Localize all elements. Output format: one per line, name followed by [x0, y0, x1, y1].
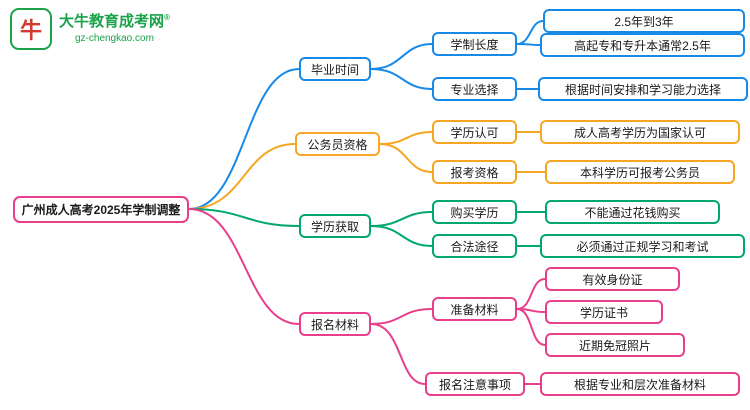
node-major-choice: 专业选择 [432, 77, 517, 101]
edge [516, 308, 546, 346]
edge [370, 323, 426, 385]
edge [516, 308, 546, 313]
edge-root-materials [188, 208, 300, 325]
node-prepare-materials: 准备材料 [432, 297, 517, 321]
node-signup-materials: 报名材料 [299, 312, 371, 336]
leaf-usual-duration: 高起专和专升本通常2.5年 [540, 33, 745, 57]
leaf-diploma: 学历证书 [545, 300, 663, 324]
root-node: 广州成人高考2025年学制调整 [13, 196, 189, 223]
leaf-cannot-buy: 不能通过花钱购买 [545, 200, 720, 224]
edge-root-degree [188, 208, 300, 227]
logo-title: 大牛教育成考网® [59, 13, 170, 31]
leaf-bachelor-apply: 本科学历可报考公务员 [545, 160, 735, 184]
node-graduation-time: 毕业时间 [299, 57, 371, 81]
registered-mark: ® [164, 13, 170, 23]
edge [516, 278, 546, 310]
logo-url: gz-chengkao.com [74, 32, 154, 44]
bull-logo-icon: 牛 [10, 8, 52, 50]
node-degree-obtain: 学历获取 [299, 214, 371, 238]
edge [516, 43, 541, 46]
node-study-length: 学制长度 [432, 32, 517, 56]
edge [370, 68, 433, 90]
edge-root-graduation [188, 68, 300, 210]
edge-root-civilservant [188, 143, 296, 210]
node-degree-recognized: 学历认可 [432, 120, 517, 144]
node-legal-way: 合法途径 [432, 234, 517, 258]
logo-text: 大牛教育成考网® gz-chengkao.com [59, 13, 170, 44]
edge [379, 131, 433, 145]
edge [370, 225, 433, 247]
leaf-years-range: 2.5年到3年 [543, 9, 745, 33]
leaf-choose-by-ability: 根据时间安排和学习能力选择 [538, 77, 748, 101]
site-logo[interactable]: 牛 大牛教育成考网® gz-chengkao.com [10, 8, 170, 50]
node-apply-qualified: 报考资格 [432, 160, 517, 184]
leaf-state-recognized: 成人高考学历为国家认可 [540, 120, 740, 144]
leaf-id-card: 有效身份证 [545, 267, 680, 291]
leaf-photo: 近期免冠照片 [545, 333, 685, 357]
bull-glyph: 牛 [19, 18, 42, 43]
edge [370, 211, 433, 227]
edge [370, 43, 433, 70]
edge [370, 308, 433, 325]
leaf-by-major-level: 根据专业和层次准备材料 [540, 372, 740, 396]
node-civil-servant: 公务员资格 [295, 132, 380, 156]
leaf-formal-study: 必须通过正规学习和考试 [540, 234, 745, 258]
node-buy-degree: 购买学历 [432, 200, 517, 224]
edge [379, 143, 433, 173]
node-signup-notes: 报名注意事项 [425, 372, 525, 396]
